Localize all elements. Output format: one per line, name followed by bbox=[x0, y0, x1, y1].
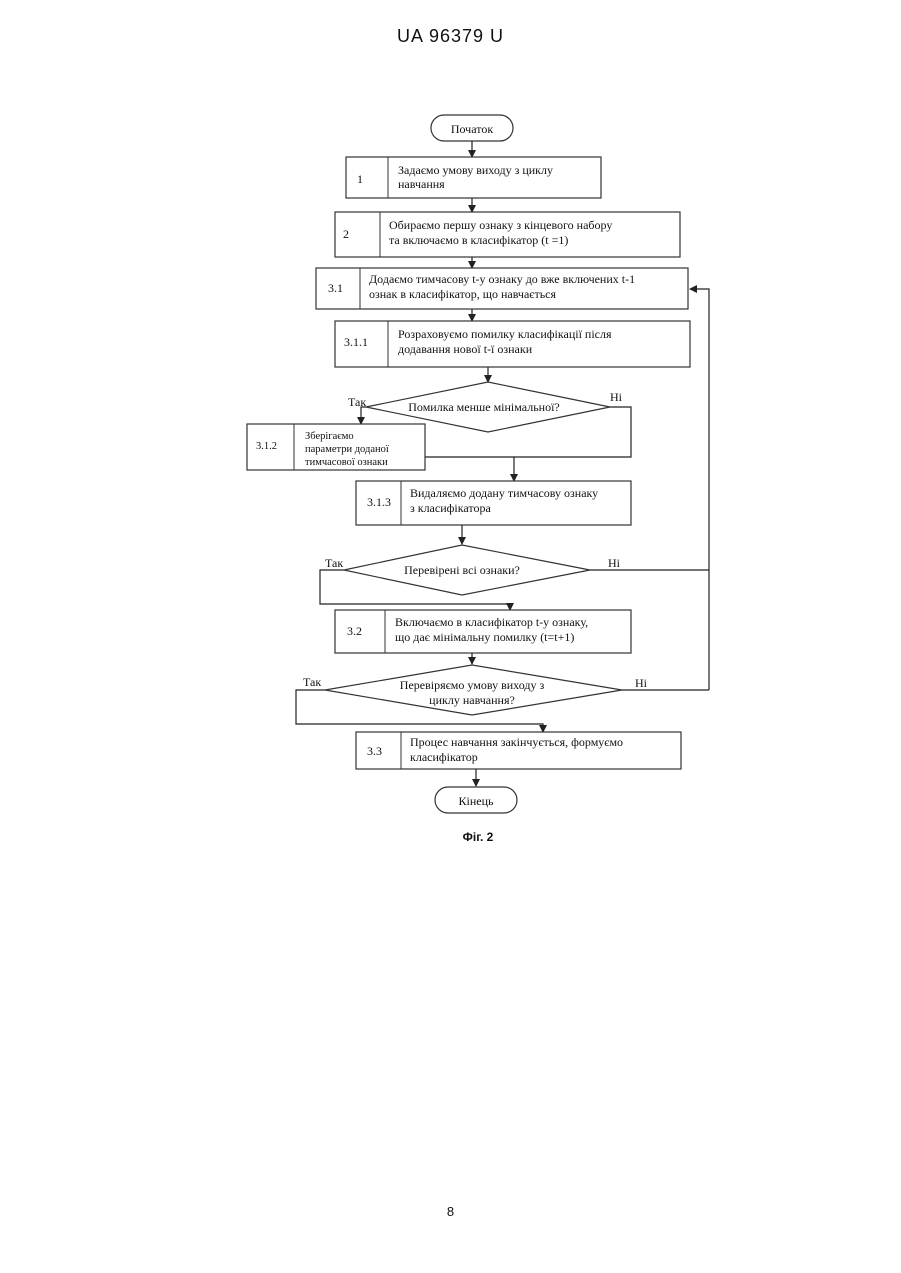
step-3-1-number: 3.1 bbox=[328, 281, 343, 295]
step-3-1-text-line2: ознак в класифікатор, що навчається bbox=[369, 287, 556, 301]
step-3-1-2-box: 3.1.2 Зберігаємо параметри доданої тимча… bbox=[247, 424, 425, 470]
step-1-text-line1: Задаємо умову виходу з циклу bbox=[398, 163, 553, 177]
connector-decision-1-yes bbox=[361, 407, 366, 424]
step-3-1-1-number: 3.1.1 bbox=[344, 335, 368, 349]
step-2-text-line1: Обираємо першу ознаку з кінцевого набору bbox=[389, 218, 612, 232]
step-3-1-3-number: 3.1.3 bbox=[367, 495, 391, 509]
step-3-2-text-line2: що дає мінімальну помилку (t=t+1) bbox=[395, 630, 574, 644]
decision-3-text-line2: циклу навчання? bbox=[429, 693, 515, 707]
step-3-3-number: 3.3 bbox=[367, 744, 382, 758]
decision-1-text: Помилка менше мінімальної? bbox=[408, 400, 560, 414]
decision-2-no-label: Ні bbox=[608, 556, 621, 570]
decision-3-yes-label: Так bbox=[303, 675, 321, 689]
end-label: Кінець bbox=[459, 794, 495, 808]
step-3-1-2-text-line3: тимчасової ознаки bbox=[305, 457, 388, 468]
step-3-3-text-line1: Процес навчання закінчується, формуємо bbox=[410, 735, 623, 749]
step-2-box: 2 Обираємо першу ознаку з кінцевого набо… bbox=[335, 212, 680, 257]
start-label: Початок bbox=[451, 122, 493, 136]
step-1-number: 1 bbox=[357, 172, 363, 186]
step-3-3-box: 3.3 Процес навчання закінчується, формує… bbox=[356, 732, 681, 769]
step-3-2-box: 3.2 Включаємо в класифікатор t-у ознаку,… bbox=[335, 610, 631, 653]
step-3-1-text-line1: Додаємо тимчасову t-у ознаку до вже вклю… bbox=[369, 272, 635, 286]
step-1-text-line2: навчання bbox=[398, 177, 445, 191]
step-3-1-1-text-line2: додавання нової t-ї ознаки bbox=[398, 342, 533, 356]
step-1-box: 1 Задаємо умову виходу з циклу навчання bbox=[346, 157, 601, 198]
step-3-1-2-text-line1: Зберігаємо bbox=[305, 431, 354, 442]
step-3-1-3-text-line1: Видаляємо додану тимчасову ознаку bbox=[410, 486, 598, 500]
step-2-number: 2 bbox=[343, 227, 349, 241]
step-3-1-3-text-line2: з класифікатора bbox=[410, 501, 491, 515]
end-terminator: Кінець bbox=[435, 787, 517, 813]
step-3-1-box: 3.1 Додаємо тимчасову t-у ознаку до вже … bbox=[316, 268, 688, 309]
page-number: 8 bbox=[0, 1204, 901, 1219]
step-3-3-text-line2: класифікатор bbox=[410, 750, 478, 764]
decision-3-diamond: Перевіряємо умову виходу з циклу навчанн… bbox=[303, 665, 648, 715]
step-3-2-text-line1: Включаємо в класифікатор t-у ознаку, bbox=[395, 615, 588, 629]
decision-3-text-line1: Перевіряємо умову виходу з bbox=[400, 678, 545, 692]
step-2-text-line2: та включаємо в класифікатор (t =1) bbox=[389, 233, 568, 247]
start-terminator: Початок bbox=[431, 115, 513, 141]
step-3-1-2-number: 3.1.2 bbox=[256, 441, 277, 452]
decision-3-no-label: Ні bbox=[635, 676, 648, 690]
step-3-1-2-text-line2: параметри доданої bbox=[305, 444, 389, 455]
step-3-2-number: 3.2 bbox=[347, 624, 362, 638]
step-3-1-1-text-line1: Розраховуємо помилку класифікації після bbox=[398, 327, 612, 341]
decision-2-yes-label: Так bbox=[325, 556, 343, 570]
decision-1-no-label: Ні bbox=[610, 390, 623, 404]
decision-2-diamond: Перевірені всі ознаки? Так Ні bbox=[325, 545, 621, 595]
decision-2-text: Перевірені всі ознаки? bbox=[404, 563, 520, 577]
figure-caption: Фіг. 2 bbox=[463, 830, 494, 844]
step-3-1-3-box: 3.1.3 Видаляємо додану тимчасову ознаку … bbox=[356, 481, 631, 525]
connector-loop-back-to-3-1 bbox=[690, 289, 709, 690]
step-3-1-1-box: 3.1.1 Розраховуємо помилку класифікації … bbox=[335, 321, 690, 367]
